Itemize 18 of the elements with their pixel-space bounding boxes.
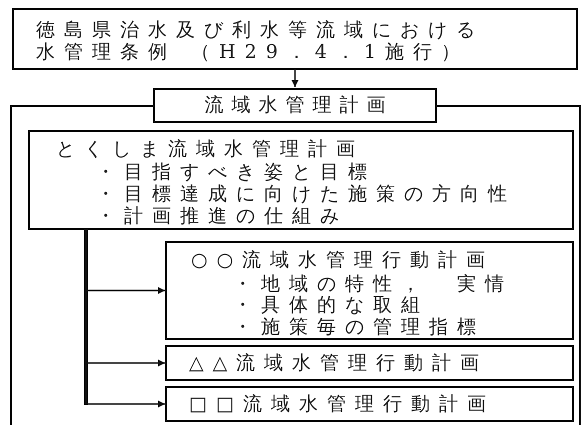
bullet-text: ・目標達成に向けた施策の方向性 (96, 183, 516, 205)
bullet-text: ・計画推進の仕組み (96, 205, 348, 227)
bullet-text: ・具体的な取組 (233, 294, 429, 316)
plan-box (28, 130, 574, 230)
bullet-text: ・地域の特性， 実情 (233, 273, 513, 295)
action-plan-box (165, 241, 574, 340)
box-heading: △△流域水管理行動計画 (189, 352, 488, 374)
arrow (292, 70, 298, 87)
box-heading: とくしま流域水管理計画 (56, 138, 364, 160)
box-heading: ○○流域水管理行動計画 (191, 249, 494, 271)
ordinance-box (12, 8, 578, 70)
plan-title: 流域水管理計画 (153, 88, 437, 123)
bullet-text: ・施策毎の管理指標 (233, 316, 485, 338)
box-heading: □□流域水管理行動計画 (189, 393, 495, 415)
bullet-text: ・目指すべき姿と目標 (96, 161, 376, 183)
action-plan-box (165, 386, 574, 422)
box-heading: 徳島県治水及び利水等流域における水管理条例 （H29．4．1施行） (36, 19, 485, 63)
action-plan-box (165, 345, 574, 381)
